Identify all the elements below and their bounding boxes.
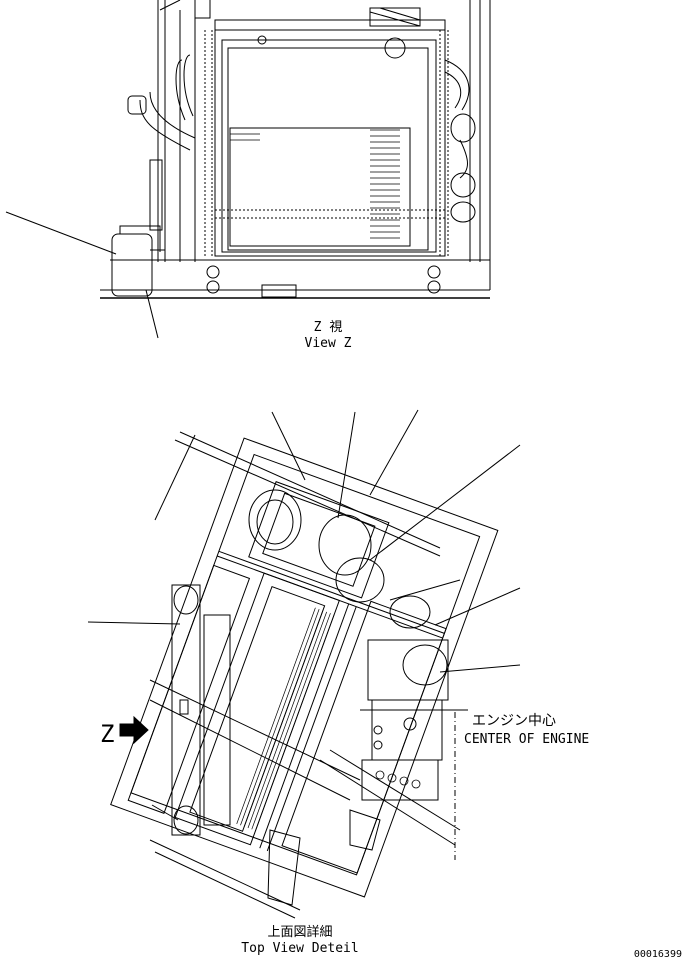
top-view-label-jp: 上面図詳細 [267,924,332,940]
engine-center-label-en: CENTER OF ENGINE [464,732,589,747]
z-arrow-letter: Z [100,720,114,748]
view-direction-arrow [119,715,149,745]
engine-center-label-jp: エンジン中心 [472,713,556,729]
view-z-label-jp: Z 視 [314,320,343,335]
top-view-drawing [87,409,521,919]
top-view-label-en: Top View Deteil [241,941,358,956]
view-z-drawing [5,0,491,339]
drawing-number: 00016399 [634,949,682,960]
view-z-label-en: View Z [305,336,352,351]
